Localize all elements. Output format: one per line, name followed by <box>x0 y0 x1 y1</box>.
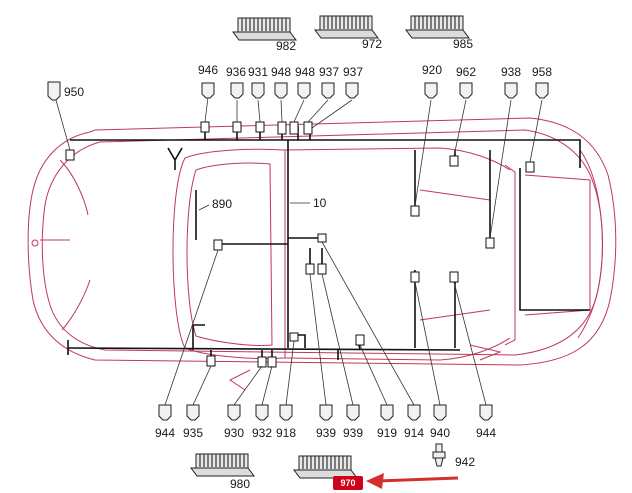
connector-block-985 <box>405 15 470 39</box>
connector-symbols <box>47 81 549 421</box>
connector-block-982 <box>232 17 297 41</box>
car-body-outline <box>27 117 617 391</box>
leader-lines <box>55 96 543 406</box>
highlight-badge-970: 970 <box>333 476 363 490</box>
connector-block-980 <box>190 453 255 477</box>
part-942-icon <box>432 443 446 467</box>
connector-block-972 <box>314 15 379 39</box>
harness-connectors <box>65 121 535 368</box>
wiring-harness <box>67 126 590 362</box>
connector-block-970 <box>293 455 358 479</box>
red-arrow-icon <box>366 473 459 489</box>
